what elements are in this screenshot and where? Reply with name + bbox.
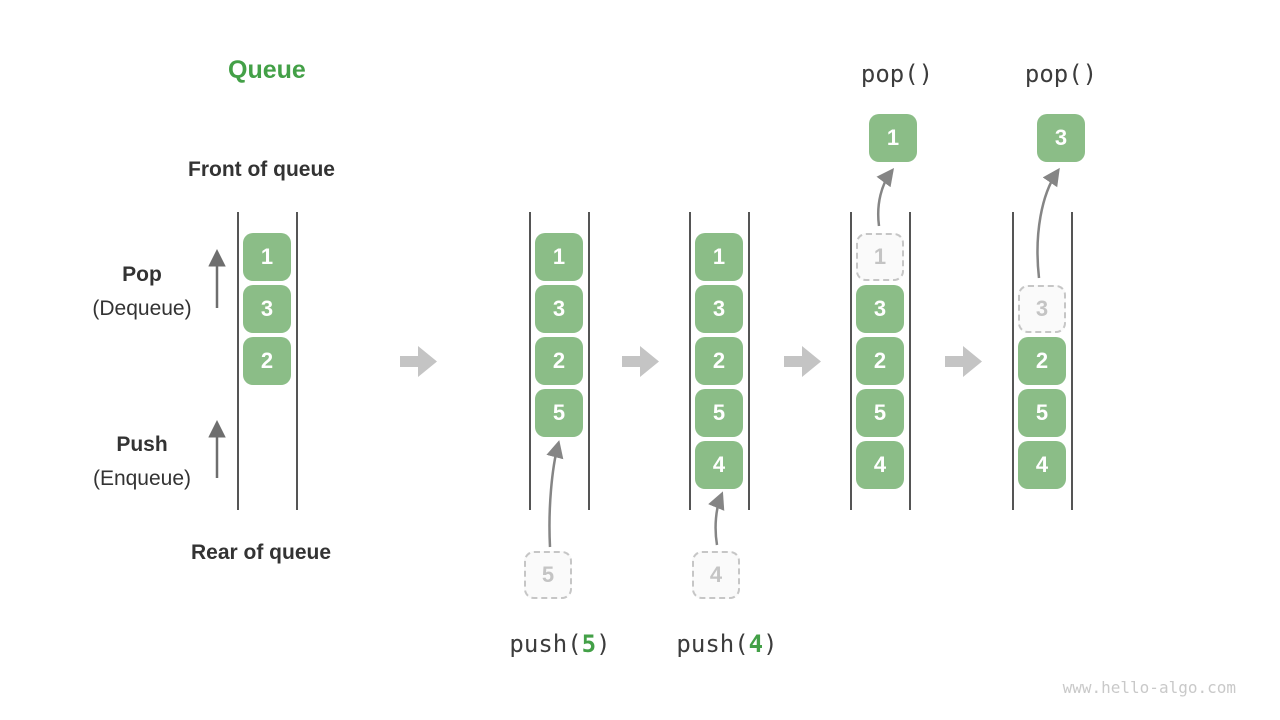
- pop-call-label: pop(): [860, 60, 934, 88]
- push-arg-value: 4: [748, 630, 764, 658]
- queue-state-4: 1 3 2 5 4: [850, 212, 911, 510]
- enqueue-alias-label: (Enqueue): [92, 467, 192, 490]
- pop-call-label: pop(): [1024, 60, 1098, 88]
- push-fn-text: push(: [676, 630, 749, 658]
- queue-state-5: 3 2 5 4: [1012, 212, 1073, 510]
- queue-item: 2: [1018, 337, 1066, 385]
- flow-arrow-icon: [945, 346, 982, 377]
- flow-arrow-icon: [622, 346, 659, 377]
- queue-item: 3: [535, 285, 583, 333]
- queue-item: 1: [243, 233, 291, 281]
- incoming-item-placeholder: 5: [524, 551, 572, 599]
- removed-item-placeholder: 1: [856, 233, 904, 281]
- queue-item: 5: [695, 389, 743, 437]
- queue-item: 3: [695, 285, 743, 333]
- push-close-text: ): [596, 630, 611, 658]
- dequeue-alias-label: (Dequeue): [92, 297, 192, 320]
- push-close-text: ): [763, 630, 778, 658]
- queue-state-2: 1 3 2 5: [529, 212, 590, 510]
- queue-item: 5: [535, 389, 583, 437]
- push-fn-text: push(: [509, 630, 582, 658]
- queue-item: 2: [856, 337, 904, 385]
- queue-item: 1: [535, 233, 583, 281]
- flow-arrow-icon: [400, 346, 437, 377]
- push-enqueue-label: Push (Enqueue): [78, 428, 206, 496]
- push-label: Push: [116, 433, 168, 456]
- queue-item: 5: [856, 389, 904, 437]
- flow-arrow-icon: [784, 346, 821, 377]
- push-call-label: push(5): [500, 630, 620, 658]
- queue-item: 3: [856, 285, 904, 333]
- queue-item: 1: [695, 233, 743, 281]
- rear-of-queue-label: Rear of queue: [191, 541, 332, 564]
- incoming-item-placeholder: 4: [692, 551, 740, 599]
- push-call-label: push(4): [667, 630, 787, 658]
- queue-item: 5: [1018, 389, 1066, 437]
- queue-state-3: 1 3 2 5 4: [689, 212, 750, 510]
- pop-label: Pop: [122, 263, 162, 286]
- queue-item: 2: [535, 337, 583, 385]
- queue-item: 2: [243, 337, 291, 385]
- queue-item: 3: [243, 285, 291, 333]
- popped-item: 1: [869, 114, 917, 162]
- front-of-queue-label: Front of queue: [188, 158, 335, 181]
- pop-dequeue-label: Pop (Dequeue): [78, 258, 206, 326]
- queue-state-1: 1 3 2: [237, 212, 298, 510]
- queue-item: 4: [695, 441, 743, 489]
- queue-item: 4: [856, 441, 904, 489]
- push-arg-value: 5: [581, 630, 597, 658]
- queue-item: 4: [1018, 441, 1066, 489]
- popped-item: 3: [1037, 114, 1085, 162]
- removed-item-placeholder: 3: [1018, 285, 1066, 333]
- diagram-title: Queue: [228, 56, 306, 84]
- queue-item: 2: [695, 337, 743, 385]
- site-watermark: www.hello-algo.com: [1062, 678, 1236, 697]
